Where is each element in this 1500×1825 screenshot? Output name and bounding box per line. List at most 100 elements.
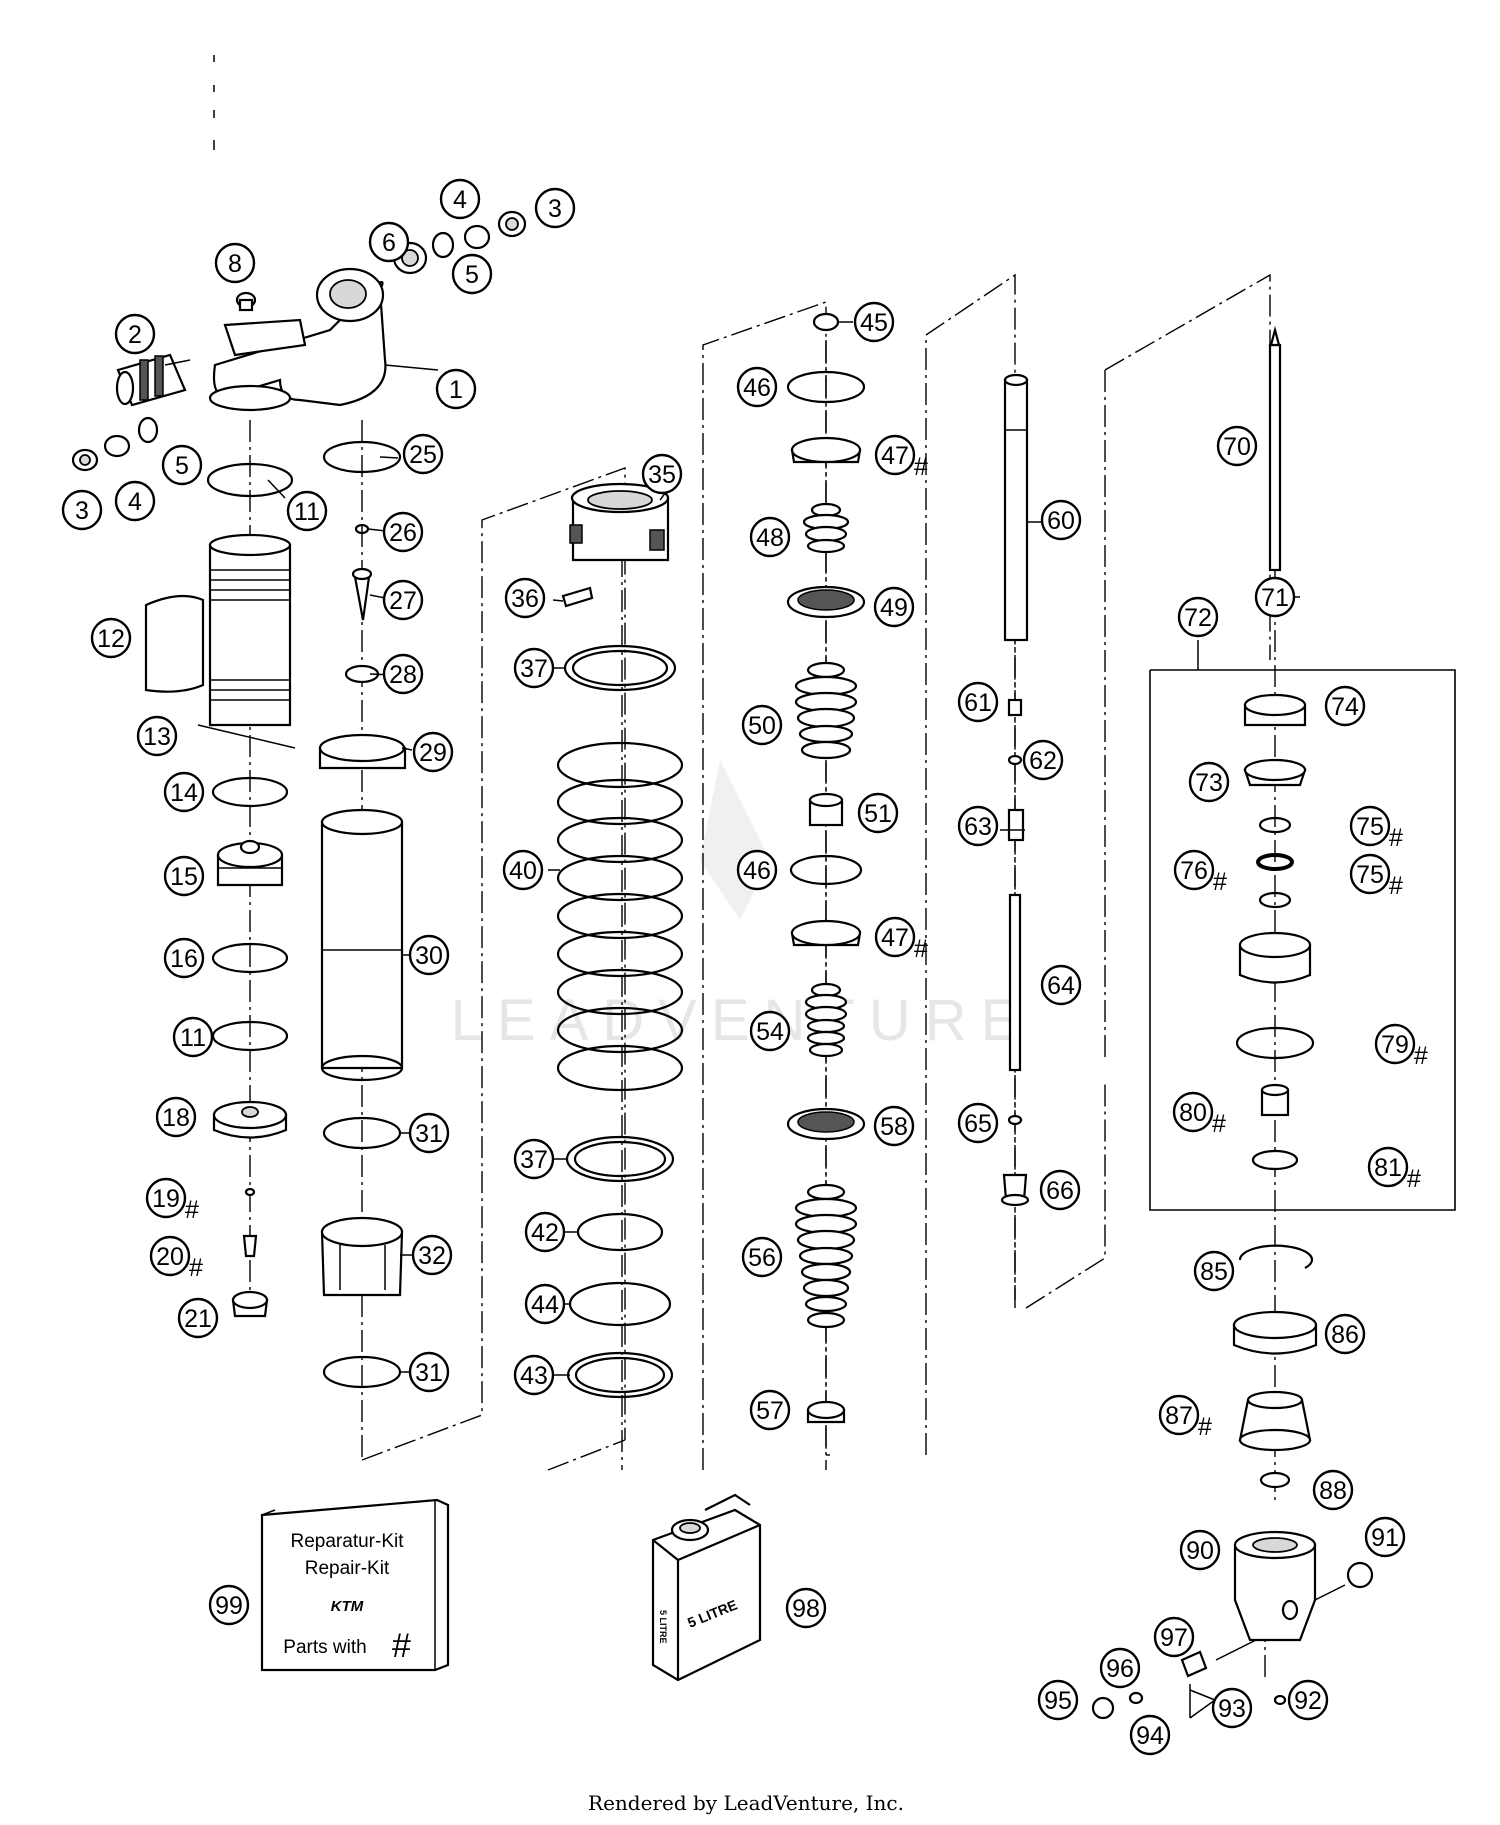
callout-19: 19# [145, 1177, 199, 1224]
callout-62: 62 [1022, 739, 1064, 781]
callout-circle [857, 792, 899, 834]
callout-number: 57 [756, 1397, 784, 1425]
callout-37: 37 [513, 647, 555, 689]
callout-number: 15 [170, 863, 198, 891]
callout-76: 76# [1173, 849, 1227, 896]
callout-circle [513, 647, 555, 689]
callout-circle [873, 1105, 915, 1147]
callout-number: 85 [1200, 1258, 1228, 1286]
callout-circle [1158, 1394, 1200, 1436]
callout-number: 4 [128, 488, 142, 516]
callout-hash-mark: # [1407, 1165, 1421, 1193]
callout-number: 31 [415, 1359, 443, 1387]
callout-43: 43 [513, 1354, 555, 1396]
callout-number: 18 [162, 1104, 190, 1132]
callout-64: 64 [1040, 964, 1082, 1006]
callout-75: 75# [1349, 805, 1403, 852]
callout-circle [1364, 1516, 1406, 1558]
callout-35: 35 [641, 453, 683, 495]
callout-6: 6 [368, 221, 410, 263]
callout-number: 37 [520, 1146, 548, 1174]
callout-number: 95 [1044, 1687, 1072, 1715]
callout-85: 85 [1193, 1250, 1235, 1292]
callout-circle [286, 490, 328, 532]
callout-circle [504, 577, 546, 619]
watermark: LEADVENTURE [451, 760, 1034, 1053]
callout-49: 49 [873, 586, 915, 628]
part-upper-head [208, 267, 387, 412]
callout-circle [1040, 499, 1082, 541]
shim-stack-54 [804, 982, 848, 1058]
callout-80: 80# [1172, 1091, 1226, 1138]
callout-circle [1099, 1647, 1141, 1689]
callout-circle [382, 653, 424, 695]
callout-number: 50 [748, 712, 776, 740]
coil-spring [556, 741, 684, 1092]
callout-number: 14 [170, 779, 198, 807]
callout-number: 88 [1319, 1477, 1347, 1505]
callout-circle [439, 178, 481, 220]
callout-number: 51 [864, 800, 892, 828]
callout-circle [408, 1351, 450, 1393]
callout-71: 71 [1254, 576, 1296, 618]
callout-circle [641, 453, 683, 495]
callout-labels: 1233445568111112131415161819#20#21252627… [61, 178, 1428, 1756]
callout-51: 51 [857, 792, 899, 834]
callout-hash-mark: # [185, 1196, 199, 1224]
callout-40: 40 [502, 849, 544, 891]
callout-circle [741, 1236, 783, 1278]
callout-26: 26 [382, 511, 424, 553]
callout-8: 8 [214, 242, 256, 284]
callout-circle [874, 434, 916, 476]
reservoir-piston-stack [1091, 325, 1374, 1720]
callout-number: 16 [170, 945, 198, 973]
callout-circle [408, 1112, 450, 1154]
callout-circle [208, 1584, 250, 1626]
callout-3: 3 [61, 489, 103, 531]
callout-number: 87 [1165, 1402, 1193, 1430]
callout-circle [61, 489, 103, 531]
callout-number: 80 [1179, 1099, 1207, 1127]
callout-86: 86 [1324, 1313, 1366, 1355]
callout-circle [1037, 1679, 1079, 1721]
callout-circle [513, 1354, 555, 1396]
callout-circle [502, 849, 544, 891]
callout-number: 31 [415, 1120, 443, 1148]
callout-circle [957, 805, 999, 847]
callout-number: 81 [1374, 1154, 1402, 1182]
shim-stack-48 [802, 502, 850, 554]
callout-60: 60 [1040, 499, 1082, 541]
callout-30: 30 [408, 934, 450, 976]
callout-circle [1367, 1146, 1409, 1188]
callout-circle [1324, 685, 1366, 727]
callout-number: 97 [1160, 1624, 1188, 1652]
callout-number: 6 [382, 229, 396, 257]
callout-number: 58 [880, 1113, 908, 1141]
callout-circle [1349, 805, 1391, 847]
callout-circle [90, 617, 132, 659]
shim-stack-50 [794, 661, 858, 760]
watermark-text: LEADVENTURE [451, 988, 1034, 1053]
callout-16: 16 [163, 937, 205, 979]
callout-3: 3 [534, 187, 576, 229]
oil-can: 5 LITRE 5 LITRE [651, 1493, 762, 1682]
callout-circle [145, 1177, 187, 1219]
callout-47: 47# [874, 916, 928, 963]
callout-hash-mark: # [1389, 872, 1403, 900]
callout-number: 32 [418, 1242, 446, 1270]
callout-11: 11 [286, 490, 328, 532]
callout-number: 90 [1186, 1537, 1214, 1565]
callout-circle [1312, 1469, 1354, 1511]
callout-hash-mark: # [1212, 1110, 1226, 1138]
callout-circle [163, 771, 205, 813]
kit-line-4: Parts with [283, 1637, 366, 1658]
callout-circle [214, 242, 256, 284]
callout-number: 76 [1180, 857, 1208, 885]
callout-circle [1254, 576, 1296, 618]
callout-79: 79# [1374, 1023, 1428, 1070]
callout-circle [155, 1096, 197, 1138]
callout-66: 66 [1039, 1169, 1081, 1211]
callout-1: 1 [435, 368, 477, 410]
callout-72: 72 [1177, 596, 1219, 638]
callout-50: 50 [741, 704, 783, 746]
